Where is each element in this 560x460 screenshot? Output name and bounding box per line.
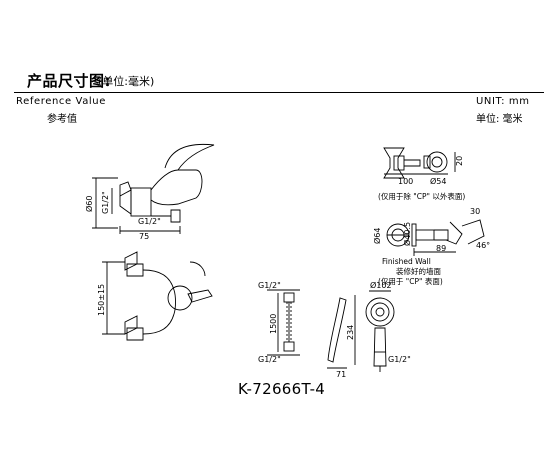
unit-label-en: UNIT: mm [476, 96, 530, 107]
shower-thread-label: G1/2" [388, 355, 411, 364]
side-height-label: Ø60 [84, 196, 94, 212]
side-thread-label: G1/2" [101, 191, 110, 214]
hose-length-label: 1500 [269, 314, 278, 334]
mixer-side-view [92, 143, 215, 234]
holder-length-label: 100 [398, 177, 413, 186]
wall-length-label: 89 [436, 244, 446, 253]
unit-label-cn: 单位: 毫米 [476, 114, 523, 125]
side-width-label: 75 [139, 232, 149, 241]
title-unit: (单位:毫米) [98, 75, 155, 88]
wall-connector-drawing [386, 219, 485, 256]
finished-wall-label-cn: 装修好的墙面 [396, 266, 441, 276]
side-inlet-label: G1/2" [138, 217, 161, 226]
wall-dia-label: Ø64 [372, 228, 382, 244]
model-number: K-72666T-4 [238, 380, 326, 398]
reference-label-cn: 参考值 [47, 114, 77, 125]
wall-inner-label: Ø40.5 [402, 222, 412, 246]
front-centers-label: 150±15 [97, 284, 106, 316]
mixer-front-view [102, 251, 213, 341]
reference-label-en: Reference Value [16, 96, 106, 107]
finished-wall-label: Finished Wall [382, 257, 431, 266]
hose-bottom-label: G1/2" [258, 355, 281, 364]
wall-extra-label: 30 [470, 207, 480, 216]
wall-holder-drawing [383, 147, 456, 179]
holder-height-label: 20 [455, 156, 464, 166]
shower-diameter-label: Ø102 [370, 280, 392, 290]
shower-depth-label: 71 [336, 370, 346, 379]
wall-angle-label: 46° [476, 241, 490, 250]
page-title: 产品尺寸图: [27, 72, 111, 90]
header-divider [14, 92, 544, 93]
holder-dia-label: Ø54 [430, 176, 446, 186]
hose-drawing [267, 289, 300, 356]
hose-top-label: G1/2" [258, 281, 281, 290]
hand-shower-drawing [327, 290, 395, 372]
wall-note: (仅用于 "CP" 表面) [378, 276, 443, 286]
holder-note: (仅用于除 "CP" 以外表面) [378, 191, 465, 201]
shower-length-label: 234 [346, 325, 355, 340]
